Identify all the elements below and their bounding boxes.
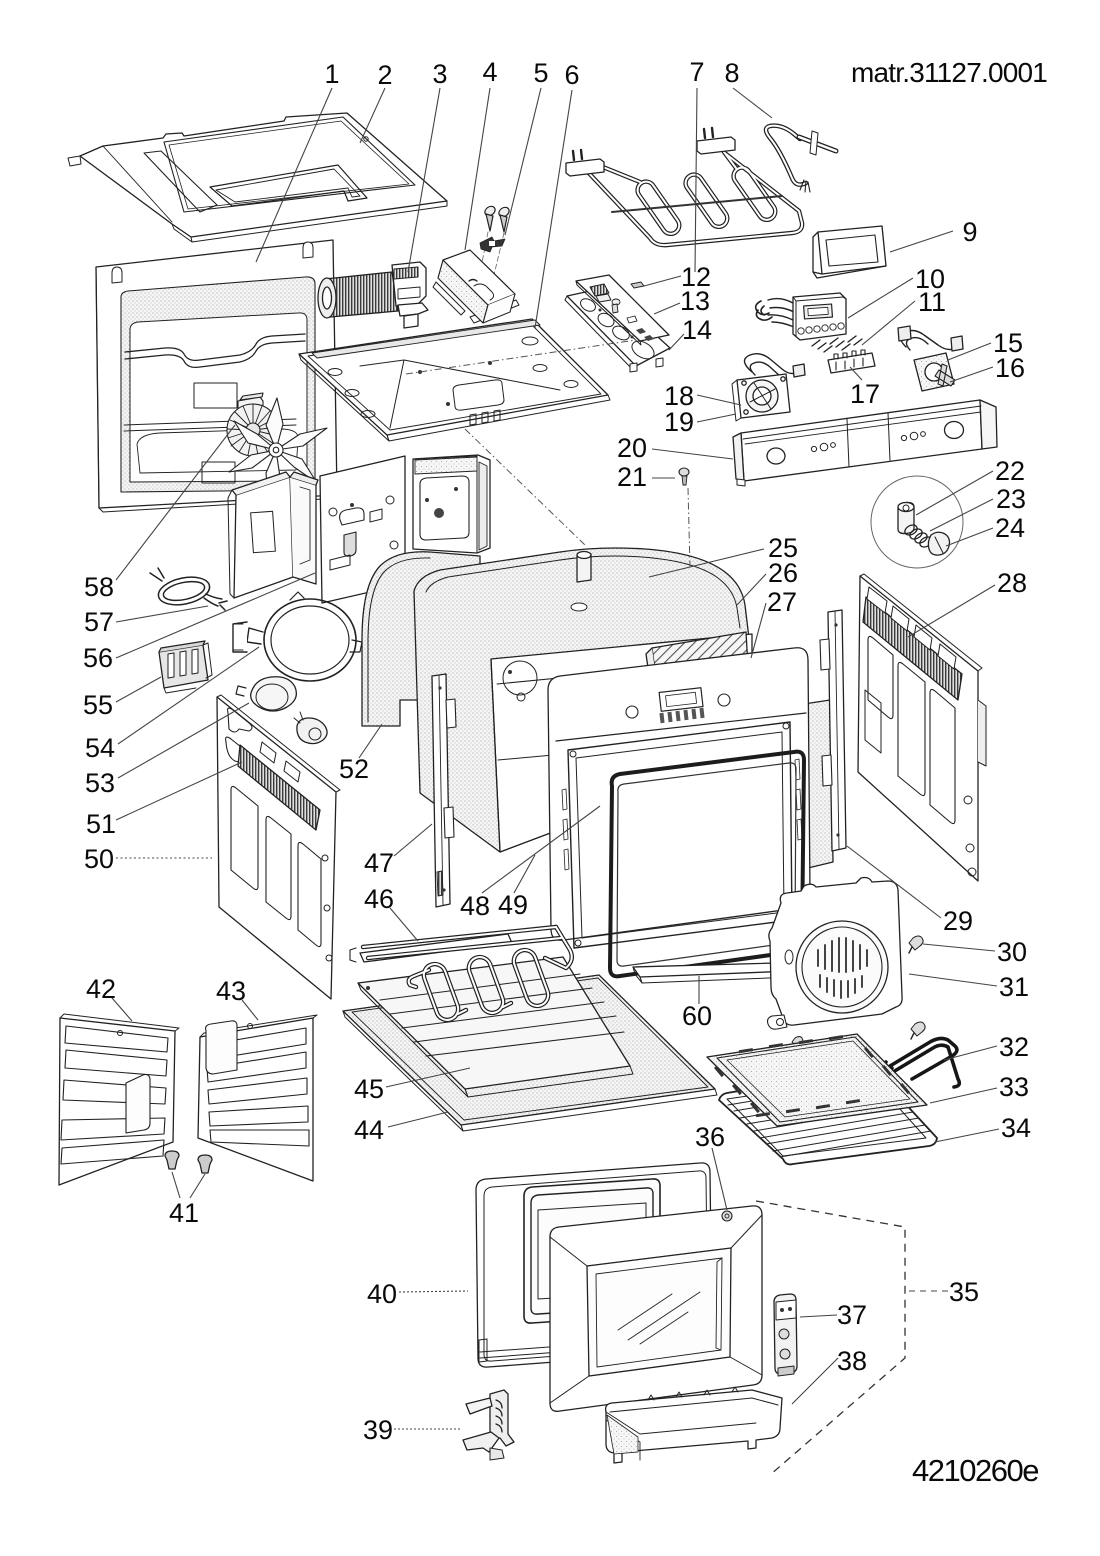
svg-text:15: 15 xyxy=(993,328,1023,358)
svg-text:50: 50 xyxy=(84,844,114,874)
svg-text:matr.31127.0001: matr.31127.0001 xyxy=(851,57,1047,88)
svg-text:23: 23 xyxy=(996,484,1026,514)
svg-text:46: 46 xyxy=(364,884,394,914)
svg-text:38: 38 xyxy=(837,1346,867,1376)
svg-text:36: 36 xyxy=(695,1122,725,1152)
svg-text:17: 17 xyxy=(850,379,880,409)
svg-text:16: 16 xyxy=(995,353,1025,383)
svg-text:12: 12 xyxy=(681,262,711,292)
svg-text:43: 43 xyxy=(216,976,246,1006)
svg-text:9: 9 xyxy=(962,217,977,247)
svg-text:19: 19 xyxy=(664,407,694,437)
svg-text:53: 53 xyxy=(85,768,115,798)
svg-text:26: 26 xyxy=(768,558,798,588)
svg-text:47: 47 xyxy=(364,848,394,878)
svg-text:52: 52 xyxy=(339,754,369,784)
svg-text:56: 56 xyxy=(83,643,113,673)
svg-text:3: 3 xyxy=(432,59,447,89)
svg-text:37: 37 xyxy=(837,1300,867,1330)
svg-text:51: 51 xyxy=(86,809,116,839)
svg-text:2: 2 xyxy=(377,60,392,90)
svg-text:54: 54 xyxy=(85,733,115,763)
svg-text:4: 4 xyxy=(482,57,497,87)
svg-text:48: 48 xyxy=(460,891,490,921)
svg-text:27: 27 xyxy=(767,587,797,617)
svg-text:34: 34 xyxy=(1001,1113,1031,1143)
svg-text:32: 32 xyxy=(999,1032,1029,1062)
svg-text:25: 25 xyxy=(768,533,798,563)
svg-text:24: 24 xyxy=(995,513,1025,543)
svg-text:49: 49 xyxy=(498,890,528,920)
svg-text:18: 18 xyxy=(664,381,694,411)
svg-text:11: 11 xyxy=(918,287,946,317)
svg-text:60: 60 xyxy=(682,1001,712,1031)
svg-text:30: 30 xyxy=(997,937,1027,967)
svg-text:33: 33 xyxy=(999,1072,1029,1102)
svg-text:55: 55 xyxy=(83,690,113,720)
svg-text:10: 10 xyxy=(915,264,945,294)
svg-text:44: 44 xyxy=(354,1115,384,1145)
svg-text:20: 20 xyxy=(617,433,647,463)
svg-text:58: 58 xyxy=(84,572,114,602)
svg-text:14: 14 xyxy=(682,315,712,345)
svg-text:7: 7 xyxy=(689,57,704,87)
svg-text:42: 42 xyxy=(86,974,116,1004)
svg-text:13: 13 xyxy=(680,286,710,316)
svg-text:57: 57 xyxy=(84,607,114,637)
svg-text:22: 22 xyxy=(995,456,1025,486)
svg-text:28: 28 xyxy=(997,568,1027,598)
svg-text:21: 21 xyxy=(617,462,647,492)
svg-text:40: 40 xyxy=(367,1279,397,1309)
svg-text:39: 39 xyxy=(363,1415,393,1445)
svg-text:6: 6 xyxy=(564,60,579,90)
svg-text:35: 35 xyxy=(949,1277,979,1307)
svg-text:41: 41 xyxy=(169,1198,199,1228)
svg-text:29: 29 xyxy=(943,906,973,936)
svg-text:4210260e: 4210260e xyxy=(912,1453,1038,1488)
svg-text:31: 31 xyxy=(999,972,1029,1002)
svg-text:45: 45 xyxy=(354,1074,384,1104)
svg-text:5: 5 xyxy=(533,58,548,88)
svg-text:1: 1 xyxy=(324,59,339,89)
svg-text:8: 8 xyxy=(724,58,739,88)
